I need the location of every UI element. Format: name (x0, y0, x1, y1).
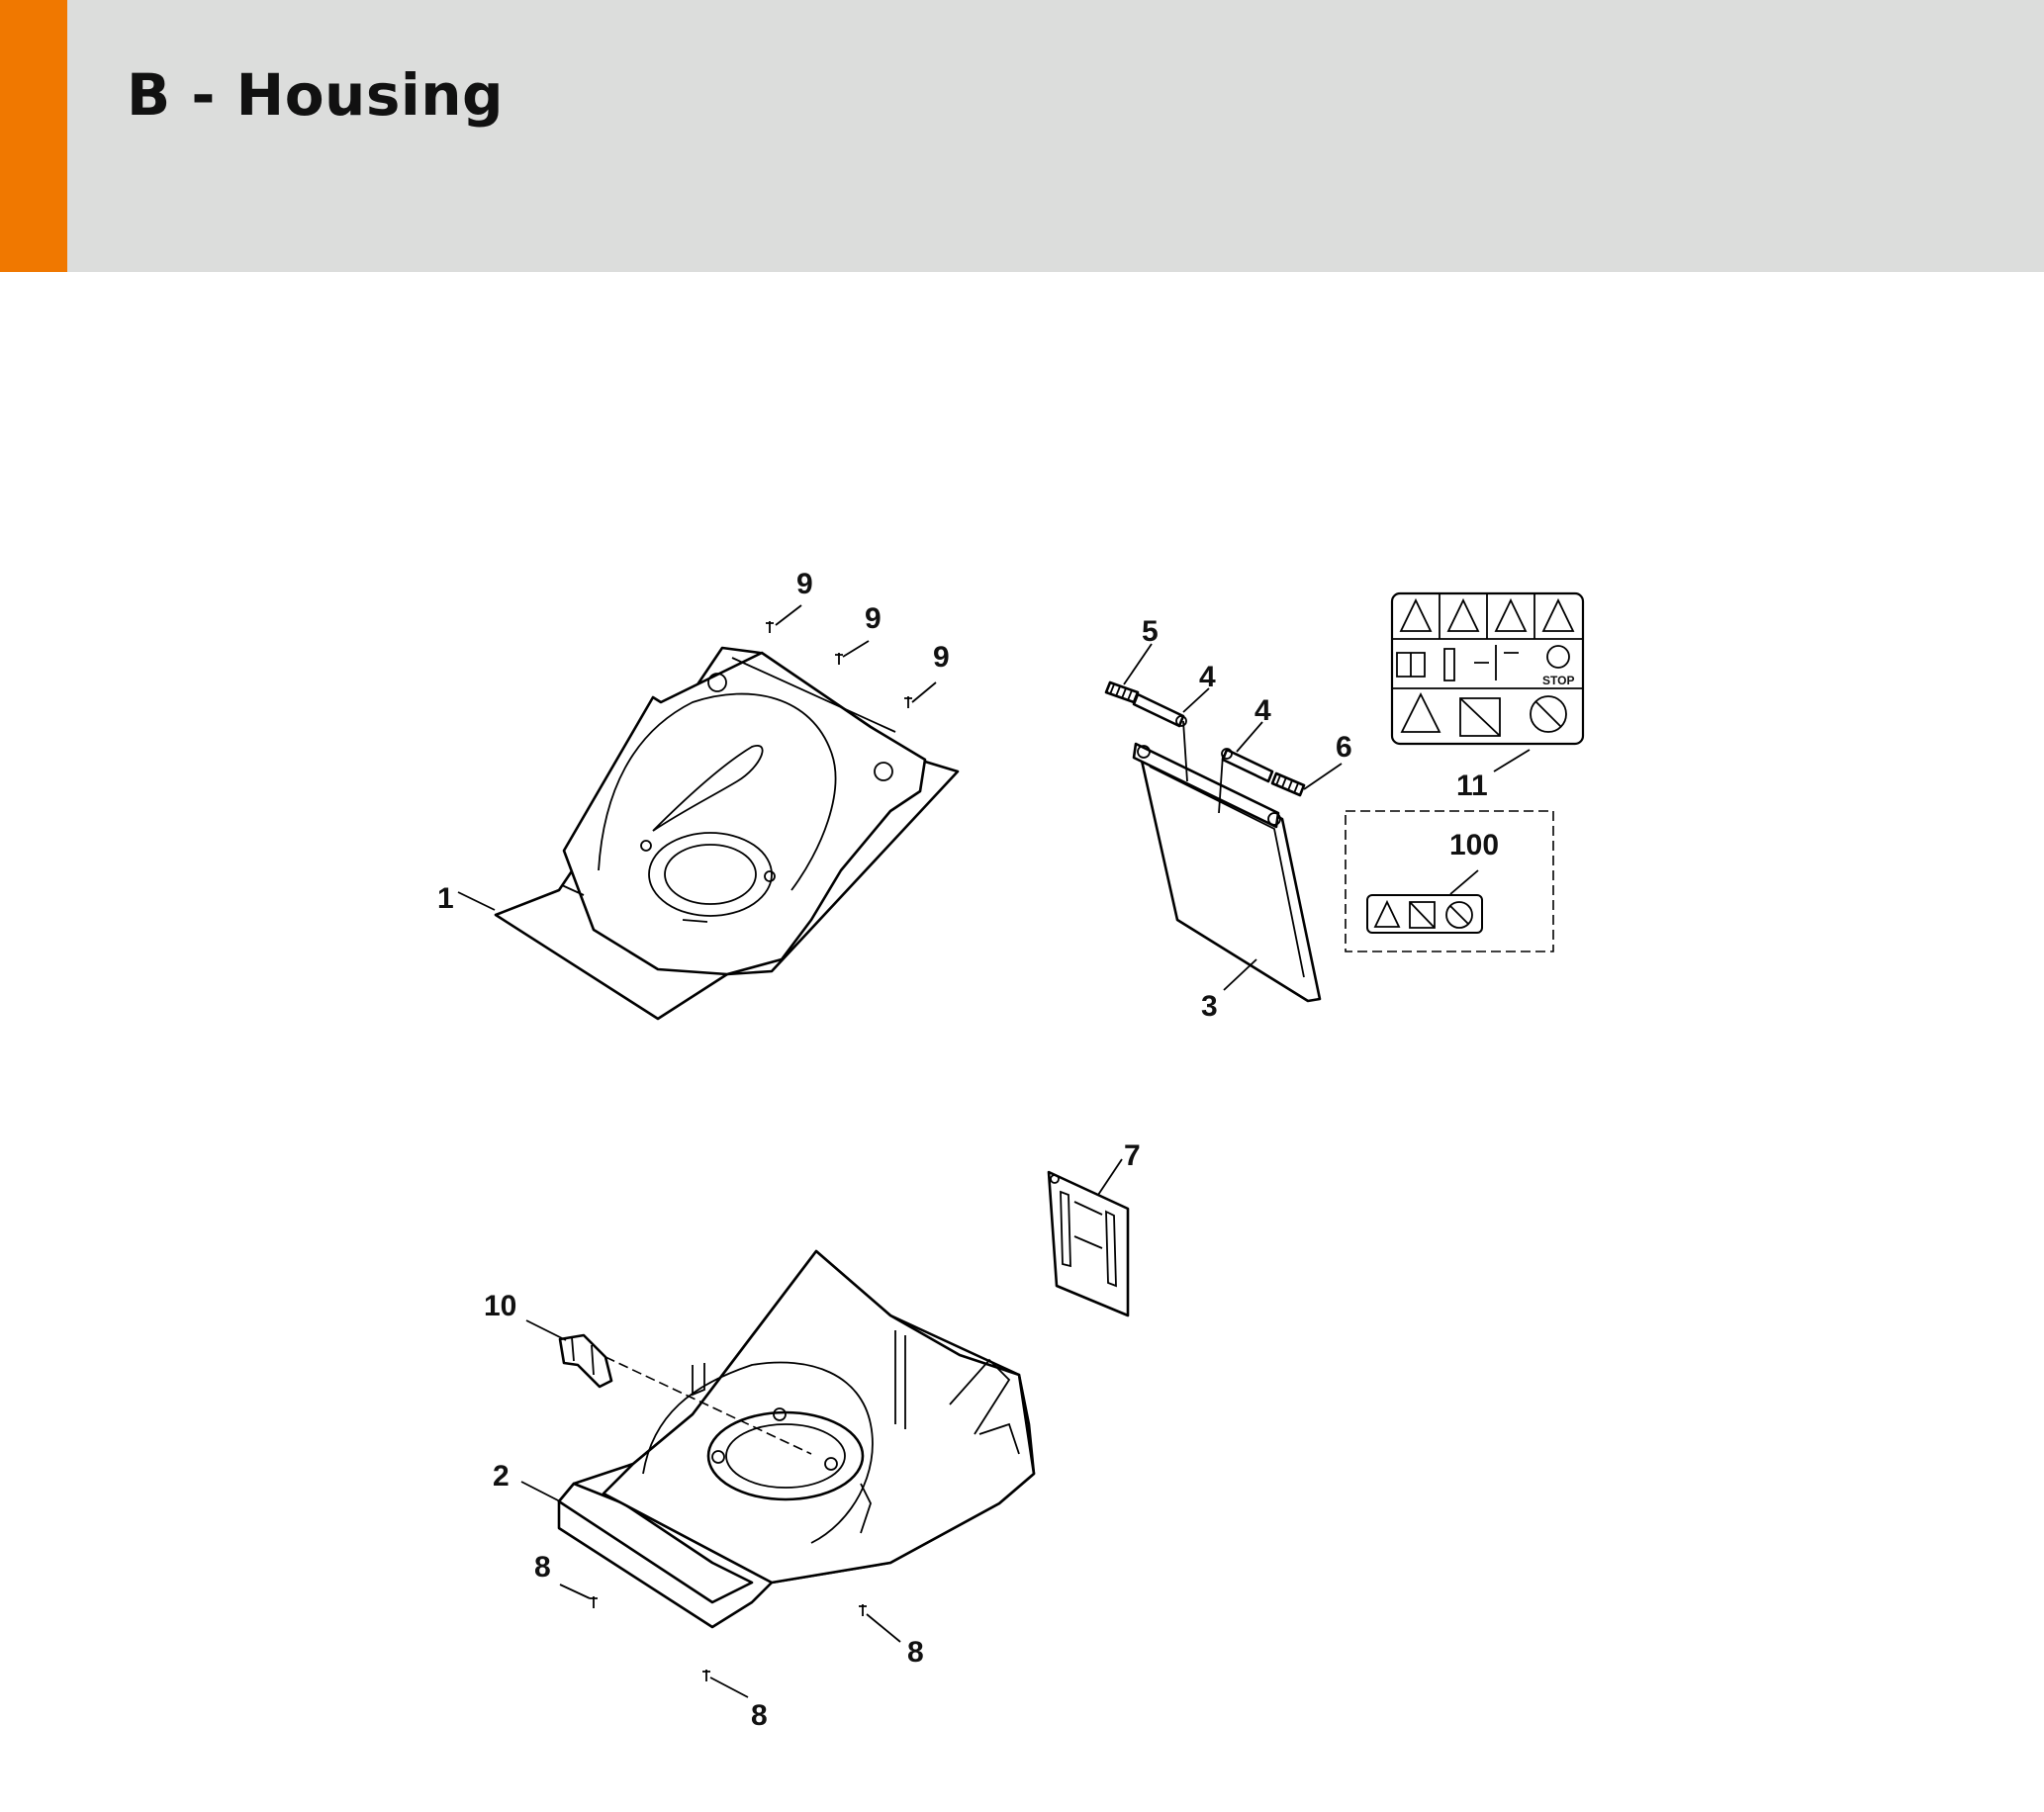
callout-7: 7 (1124, 1139, 1141, 1172)
clip-alignment-line (604, 1356, 812, 1455)
callout-11: 11 (1456, 770, 1488, 802)
page-title: B - Housing (127, 61, 505, 129)
callout-8: 8 (907, 1636, 924, 1669)
callout-100: 100 (1449, 829, 1499, 861)
part-1-housing-cover[interactable] (494, 646, 960, 1021)
part-5-spring[interactable] (1104, 680, 1140, 704)
page-header: B - Housing (0, 0, 2044, 272)
callout-4: 4 (1199, 661, 1216, 693)
callout-9: 9 (796, 568, 813, 600)
part-9-screws[interactable] (766, 621, 912, 708)
part-8-screws[interactable] (590, 1596, 867, 1681)
stop-text: STOP (1542, 674, 1574, 687)
callout-8: 8 (751, 1699, 768, 1732)
part-4-pin-left[interactable] (1132, 692, 1187, 728)
part-10-clip[interactable] (558, 1333, 613, 1389)
part-3-rear-flap[interactable] (1132, 742, 1322, 1003)
callout-8: 8 (534, 1551, 551, 1584)
part-2-lower-housing[interactable] (557, 1249, 1036, 1629)
callout-10: 10 (484, 1290, 516, 1322)
leader-lines (457, 604, 1531, 1698)
part-7-bracket[interactable] (1047, 1170, 1130, 1317)
callout-labels: 1 9 9 9 5 4 4 6 3 11 100 7 10 2 8 8 8 (437, 568, 1499, 1732)
part-11-safety-label[interactable]: STOP (1390, 591, 1585, 746)
callout-4: 4 (1254, 694, 1271, 727)
part-4-pin-right[interactable] (1221, 748, 1274, 783)
pin-axis-line (1182, 720, 1224, 814)
callout-2: 2 (493, 1460, 510, 1493)
callout-9: 9 (933, 641, 950, 674)
callout-9: 9 (865, 602, 882, 635)
callout-6: 6 (1336, 731, 1352, 764)
part-100-label-set[interactable] (1345, 810, 1554, 952)
callout-5: 5 (1142, 615, 1159, 648)
callout-1: 1 (437, 882, 454, 915)
header-accent-bar (0, 0, 67, 272)
callout-3: 3 (1201, 990, 1218, 1023)
part-6-spring[interactable] (1270, 771, 1306, 797)
